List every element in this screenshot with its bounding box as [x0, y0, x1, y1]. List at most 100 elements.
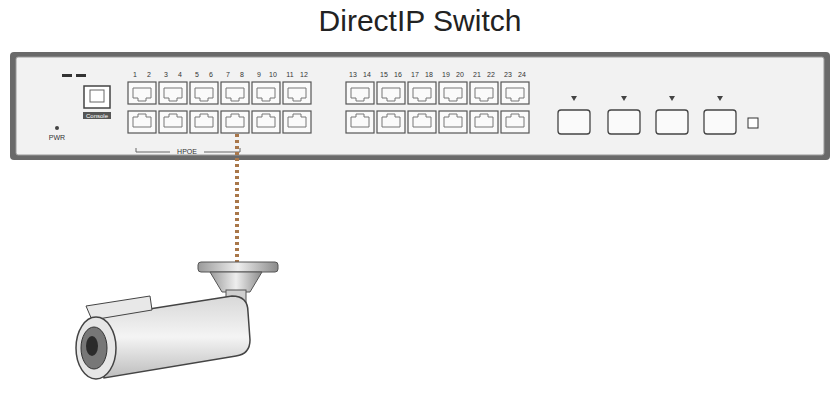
rj45-port — [439, 111, 467, 133]
port-number: 2 — [147, 71, 151, 79]
sfp-marker — [717, 96, 723, 101]
switch-face — [16, 57, 824, 155]
sfp-marker — [669, 96, 675, 101]
sfp-marker — [621, 96, 627, 101]
port-number: 17 — [411, 71, 419, 79]
rj45-port — [377, 111, 405, 133]
rj45-socket — [164, 88, 182, 101]
port-number: 23 — [504, 71, 512, 79]
sfp-port — [608, 110, 640, 134]
port-number: 8 — [240, 71, 244, 79]
rj45-port — [252, 111, 280, 133]
port-number: 10 — [269, 71, 277, 79]
rj45-socket — [226, 88, 244, 101]
console-plate — [83, 112, 111, 119]
led — [62, 74, 72, 77]
port-number: 6 — [209, 71, 213, 79]
port-number: 24 — [518, 71, 526, 79]
rj45-socket — [195, 114, 213, 127]
rj45-socket — [133, 114, 151, 127]
camera-mount — [198, 262, 278, 272]
rj45-port — [470, 82, 498, 104]
port-number: 22 — [487, 71, 495, 79]
console-port — [84, 86, 110, 108]
rj45-socket — [257, 114, 275, 127]
rj45-socket — [288, 88, 306, 101]
rj45-socket — [382, 114, 400, 127]
rj45-port — [408, 82, 436, 104]
console-label: Console — [86, 112, 108, 120]
rj45-socket — [413, 88, 431, 101]
rj45-port — [190, 111, 218, 133]
port-number: 13 — [349, 71, 357, 79]
port-number: 15 — [380, 71, 388, 79]
rj45-socket — [506, 88, 524, 101]
port-number: 19 — [442, 71, 450, 79]
rj45-port — [221, 82, 249, 104]
rj45-socket — [382, 88, 400, 101]
port-number: 21 — [473, 71, 481, 79]
port-number: 16 — [394, 71, 402, 79]
camera-front — [76, 317, 116, 379]
camera-mount — [210, 272, 262, 292]
diagram-title: DirectIP Switch — [319, 4, 522, 38]
rj45-port — [159, 82, 187, 104]
rj45-port — [283, 111, 311, 133]
rj45-port — [346, 111, 374, 133]
camera-lens — [81, 327, 107, 369]
rj45-port — [283, 82, 311, 104]
port-number: 7 — [226, 71, 230, 79]
rj45-port — [470, 111, 498, 133]
rj45-port — [128, 111, 156, 133]
rj45-socket — [444, 114, 462, 127]
rj45-port — [439, 82, 467, 104]
port-number: 14 — [363, 71, 371, 79]
rj45-socket — [351, 114, 369, 127]
camera-lens — [86, 336, 98, 356]
reset-button — [748, 118, 758, 128]
port-group — [128, 82, 736, 134]
rj45-socket — [164, 114, 182, 127]
sfp-port — [656, 110, 688, 134]
rj45-socket — [195, 88, 213, 101]
rj45-socket — [288, 114, 306, 127]
rj45-socket — [351, 88, 369, 101]
rj45-socket — [257, 88, 275, 101]
console-port — [90, 90, 104, 102]
rj45-socket — [413, 114, 431, 127]
rj45-port — [501, 82, 529, 104]
rj45-socket — [475, 88, 493, 101]
rj45-port — [252, 82, 280, 104]
rj45-socket — [133, 88, 151, 101]
rj45-port — [221, 111, 249, 133]
led — [76, 74, 86, 77]
port-number: 12 — [300, 71, 308, 79]
rj45-port — [346, 82, 374, 104]
power-label: PWR — [49, 134, 65, 142]
port-number: 4 — [178, 71, 182, 79]
rj45-socket — [475, 114, 493, 127]
rj45-socket — [226, 114, 244, 127]
rj45-port — [159, 111, 187, 133]
sfp-marker — [571, 96, 577, 101]
rj45-port — [408, 111, 436, 133]
port-number: 3 — [164, 71, 168, 79]
port-number: 18 — [425, 71, 433, 79]
port-number: 11 — [286, 71, 293, 79]
port-number: 1 — [133, 71, 137, 79]
switch-housing — [10, 52, 830, 160]
port-number: 20 — [456, 71, 464, 79]
rj45-port — [501, 111, 529, 133]
sfp-port — [704, 110, 736, 134]
rj45-port — [190, 82, 218, 104]
rj45-port — [128, 82, 156, 104]
cable — [235, 134, 239, 270]
sfp-port — [558, 110, 590, 134]
port-number: 5 — [195, 71, 199, 79]
power-led — [55, 126, 59, 130]
hpoe-label: HPOE — [177, 148, 197, 156]
port-number: 9 — [257, 71, 261, 79]
rj45-port — [377, 82, 405, 104]
